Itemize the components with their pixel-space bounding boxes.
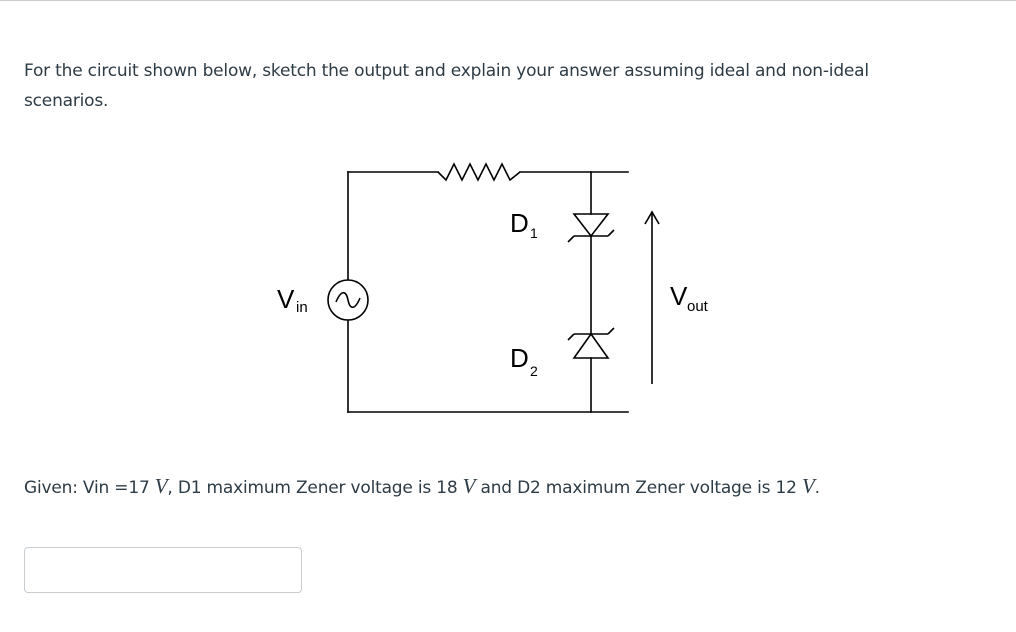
given-text-2: , D1 maximum Zener voltage is 18	[167, 478, 463, 498]
diode2-label: D	[510, 343, 529, 373]
source-label: V	[277, 284, 295, 314]
top-divider	[0, 0, 1016, 1]
question-text: For the circuit shown below, sketch the …	[24, 61, 869, 111]
given-text-1: Given: Vin =17	[24, 478, 155, 498]
diode1-label: D	[510, 208, 529, 238]
given-unit-1: V	[154, 474, 168, 498]
ac-source-icon	[327, 279, 369, 321]
given-text-4: .	[814, 478, 820, 498]
given-unit-3: V	[801, 474, 815, 498]
given-text-3: and D2 maximum Zener voltage is 12	[475, 478, 802, 498]
up-arrow-icon	[644, 210, 660, 384]
diode2-subscript: 2	[530, 363, 538, 379]
given-statement: Given: Vin =17 V, D1 maximum Zener volta…	[24, 473, 820, 501]
source-subscript: in	[296, 299, 308, 316]
zener-diode-icon	[567, 213, 615, 243]
given-unit-2: V	[462, 474, 476, 498]
zener-diode-icon	[567, 327, 615, 359]
diode1-subscript: 1	[530, 225, 538, 241]
output-label: V	[670, 281, 688, 311]
output-subscript: out	[687, 298, 709, 315]
resistor-icon	[437, 162, 521, 182]
answer-input[interactable]	[24, 547, 302, 593]
